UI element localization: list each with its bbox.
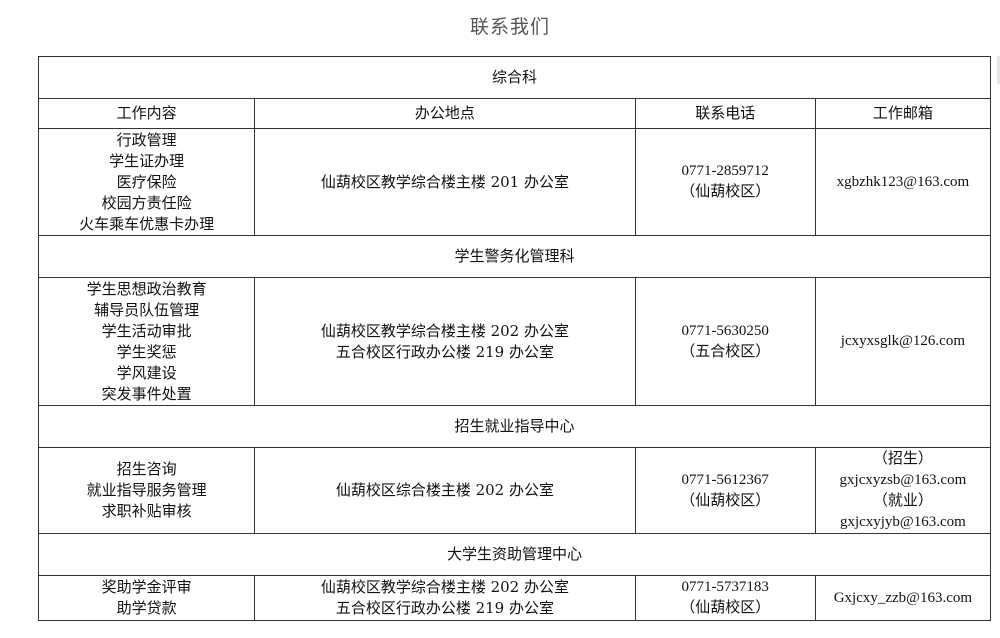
section-title: 综合科 (38, 56, 991, 99)
email-link[interactable]: Gxjcxy_zzb@163.com (833, 589, 973, 606)
header-email: 工作邮箱 (814, 98, 992, 129)
email-link[interactable]: jcxyxsglk@126.com (840, 333, 965, 349)
duties-cell: 行政管理 学生证办理 医疗保险 校园方责任险 火车乘车优惠卡办理 (37, 128, 256, 236)
location-line: 仙葫校区教学综合楼主楼 202 办公室 (320, 578, 569, 596)
phone-number: 0771-2859712 (681, 163, 769, 179)
location-cell: 仙葫校区教学综合楼主楼 201 办公室 (254, 128, 636, 236)
duty-item: 学生活动审批 (101, 321, 192, 340)
phone-cell: 0771-5630250 （五合校区） (634, 277, 816, 406)
phone-number: 0771-5630250 (681, 322, 769, 339)
section-title: 学生警务化管理科 (38, 235, 991, 278)
location-line: 仙葫校区综合楼主楼 202 办公室 (335, 481, 554, 499)
email-cell: jcxyxsglk@126.com (814, 277, 992, 406)
campus-label: （仙葫校区） (680, 492, 771, 509)
table-row: 奖助学金评审 助学贷款 仙葫校区教学综合楼主楼 202 办公室 五合校区行政办公… (37, 575, 992, 621)
email-link[interactable]: gxjcxyzsb@163.com (839, 471, 967, 488)
duties-cell: 招生咨询 就业指导服务管理 求职补贴审核 (37, 447, 256, 534)
email-cell: Gxjcxy_zzb@163.com (814, 575, 992, 621)
header-duties: 工作内容 (37, 98, 256, 129)
duty-item: 学生思想政治教育 (86, 279, 207, 298)
location-cell: 仙葫校区教学综合楼主楼 202 办公室 五合校区行政办公楼 219 办公室 (254, 575, 636, 621)
location-cell: 仙葫校区综合楼主楼 202 办公室 (254, 447, 636, 534)
duty-item: 学风建设 (116, 363, 177, 382)
duty-item: 医疗保险 (116, 172, 177, 191)
location-line: 五合校区行政办公楼 219 办公室 (335, 342, 554, 361)
phone-number: 0771-5737183 (681, 579, 769, 595)
email-cell: xgbzhk123@163.com (814, 128, 992, 236)
header-phone: 联系电话 (634, 98, 816, 129)
email-cell: （招生） gxjcxyzsb@163.com （就业） gxjcxyjyb@16… (814, 447, 992, 534)
scrollbar-edge[interactable] (997, 56, 1000, 84)
location-line: 仙葫校区教学综合楼主楼 201 办公室 (320, 172, 569, 191)
phone-number: 0771-5612367 (681, 471, 769, 488)
location-line: 五合校区行政办公楼 219 办公室 (335, 599, 554, 617)
email-link[interactable]: xgbzhk123@163.com (836, 173, 970, 190)
campus-label: （仙葫校区） (680, 600, 771, 616)
duty-item: 校园方责任险 (101, 193, 192, 212)
duty-item: 求职补贴审核 (101, 502, 192, 520)
duty-item: 助学贷款 (116, 599, 177, 617)
section-row-admissions-employment: 招生就业指导中心 (38, 405, 991, 448)
duty-item: 招生咨询 (116, 460, 177, 478)
phone-cell: 0771-2859712 （仙葫校区） (634, 128, 816, 236)
duty-item: 学生证办理 (109, 151, 185, 170)
table-row: 学生思想政治教育 辅导员队伍管理 学生活动审批 学生奖惩 学风建设 突发事件处置… (37, 277, 992, 406)
duty-item: 火车乘车优惠卡办理 (79, 214, 215, 233)
email-category-label: （就业） (872, 492, 933, 509)
duty-item: 行政管理 (116, 130, 177, 149)
phone-cell: 0771-5737183 （仙葫校区） (634, 575, 816, 621)
email-category-label: （招生） (872, 450, 933, 467)
duty-item: 奖助学金评审 (101, 578, 192, 596)
table-header-row: 工作内容 办公地点 联系电话 工作邮箱 (37, 98, 992, 129)
duty-item: 辅导员队伍管理 (94, 300, 200, 319)
duty-item: 就业指导服务管理 (86, 481, 207, 499)
table-row: 行政管理 学生证办理 医疗保险 校园方责任险 火车乘车优惠卡办理 仙葫校区教学综… (37, 128, 992, 236)
location-line: 仙葫校区教学综合楼主楼 202 办公室 (320, 321, 569, 340)
campus-label: （仙葫校区） (680, 184, 771, 200)
table-row: 招生咨询 就业指导服务管理 求职补贴审核 仙葫校区综合楼主楼 202 办公室 0… (37, 447, 992, 534)
duties-cell: 奖助学金评审 助学贷款 (37, 575, 256, 621)
section-title: 大学生资助管理中心 (38, 533, 991, 576)
header-location: 办公地点 (254, 98, 636, 129)
contact-table: 综合科 工作内容 办公地点 联系电话 工作邮箱 行政管理 学生证办理 医疗保险 … (37, 56, 992, 621)
section-row-student-affairs: 学生警务化管理科 (38, 235, 991, 278)
page-title: 联系我们 (469, 16, 550, 38)
location-cell: 仙葫校区教学综合楼主楼 202 办公室 五合校区行政办公楼 219 办公室 (254, 277, 636, 406)
section-title: 招生就业指导中心 (38, 405, 991, 448)
email-link[interactable]: gxjcxyjyb@163.com (839, 513, 966, 530)
phone-cell: 0771-5612367 （仙葫校区） (634, 447, 816, 534)
campus-label: （五合校区） (680, 343, 771, 360)
duty-item: 学生奖惩 (116, 342, 177, 361)
duty-item: 突发事件处置 (101, 384, 192, 403)
section-row-financial-aid: 大学生资助管理中心 (38, 533, 991, 576)
section-row-general-office: 综合科 (38, 56, 991, 99)
duties-cell: 学生思想政治教育 辅导员队伍管理 学生活动审批 学生奖惩 学风建设 突发事件处置 (37, 277, 256, 406)
